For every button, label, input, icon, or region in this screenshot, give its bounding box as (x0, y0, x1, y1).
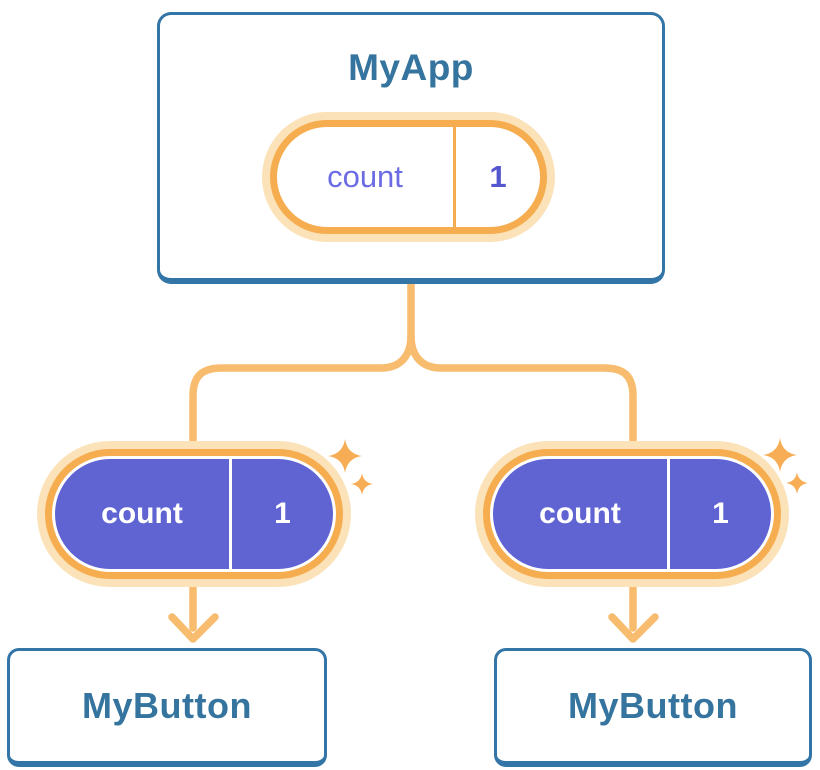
state-value: 1 (712, 497, 729, 530)
state-pill-child-right: count 1 (490, 456, 774, 572)
pill-divider (453, 127, 456, 227)
arrow-down-icon (608, 576, 659, 643)
pill-divider (229, 459, 232, 569)
connector-branch-right (407, 332, 637, 456)
state-key: count (101, 497, 183, 530)
sparkle-icon (328, 439, 373, 495)
state-value: 1 (274, 497, 291, 530)
component-card-mybutton-right: MyButton (494, 648, 812, 767)
state-key: count (539, 497, 621, 530)
component-card-mybutton-left: MyButton (7, 648, 327, 767)
state-pill-root: count 1 (270, 120, 547, 234)
state-pill-child-left: count 1 (52, 456, 336, 572)
sparkle-icon (763, 438, 808, 494)
component-label: MyButton (568, 685, 738, 726)
component-label: MyApp (348, 47, 474, 88)
component-label: MyButton (82, 685, 252, 726)
arrow-down-icon (168, 576, 219, 643)
state-value: 1 (489, 159, 507, 194)
connector-branch-left (189, 332, 415, 456)
pill-divider (667, 459, 670, 569)
state-key: count (327, 159, 403, 194)
